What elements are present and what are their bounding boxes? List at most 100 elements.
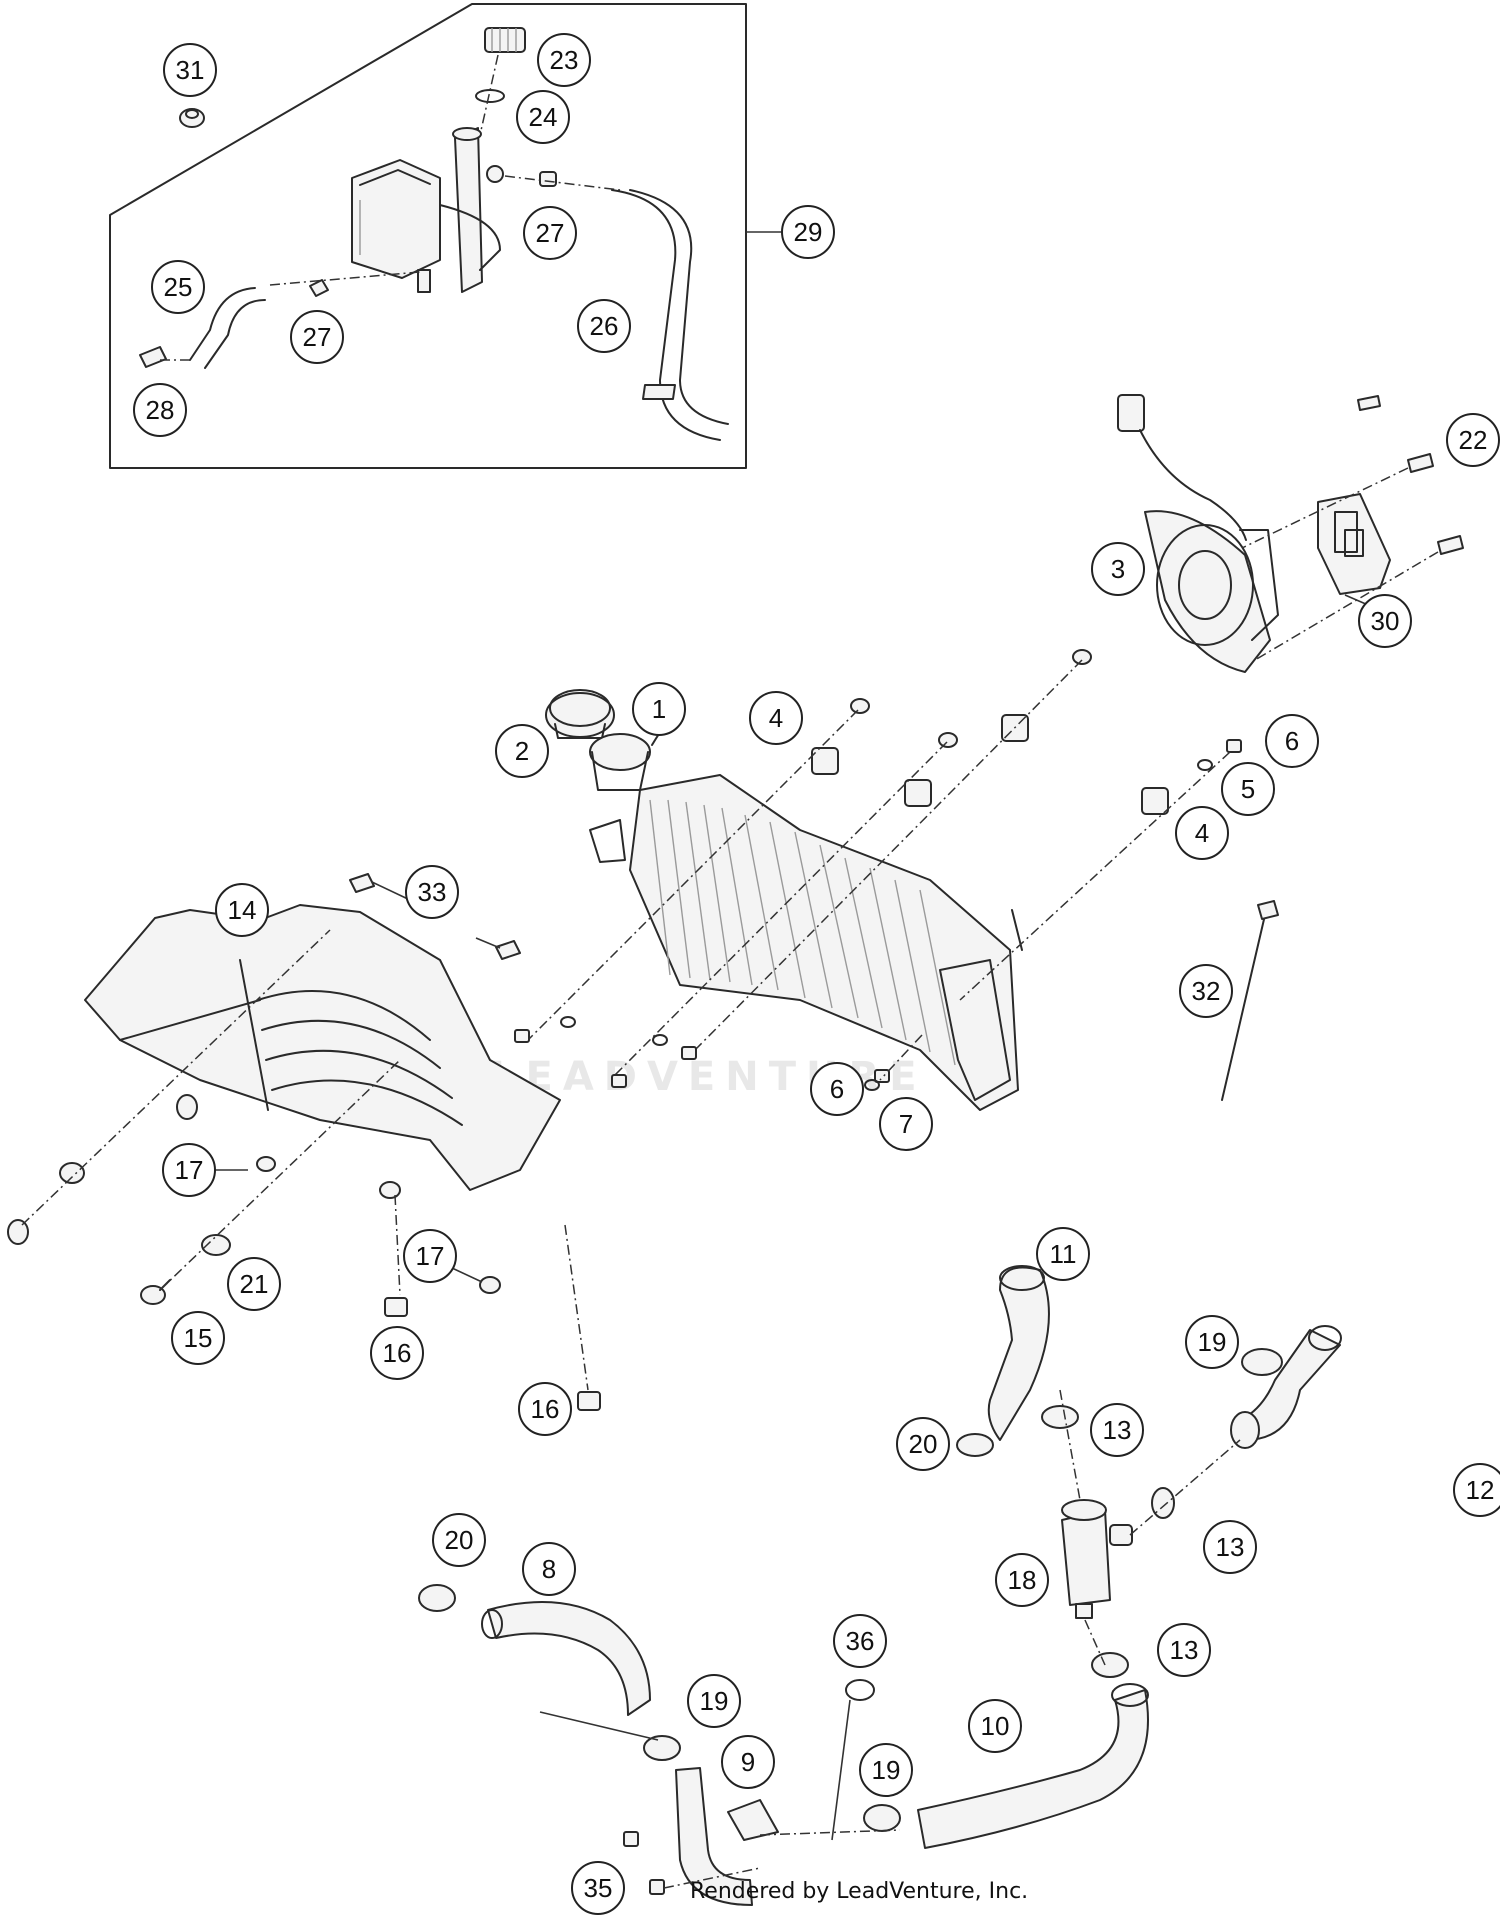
part-19-clamp-lower-right[interactable] [863, 1804, 901, 1832]
svg-text:4: 4 [1195, 818, 1209, 848]
callout-18[interactable]: 18 [995, 1553, 1049, 1607]
callout-32[interactable]: 32 [1179, 964, 1233, 1018]
part-20-clamp-right[interactable] [956, 1433, 994, 1457]
part-35-screws[interactable] [623, 1831, 665, 1895]
callout-21[interactable]: 21 [227, 1257, 281, 1311]
callout-19[interactable]: 19 [1185, 1315, 1239, 1369]
part-13-clamp-upper[interactable] [1041, 1405, 1079, 1429]
callout-13[interactable]: 13 [1090, 1403, 1144, 1457]
part-19-clamp-right[interactable] [1241, 1348, 1283, 1376]
part-28-hose-clip[interactable] [139, 346, 167, 368]
callout-15[interactable]: 15 [171, 1311, 225, 1365]
callout-4[interactable]: 4 [1175, 806, 1229, 860]
part-6-nut-upper[interactable] [1226, 739, 1242, 753]
callout-27[interactable]: 27 [523, 206, 577, 260]
part-6-nut-lower[interactable] [874, 1069, 890, 1083]
part-16-nut-left[interactable] [384, 1297, 408, 1317]
expansion-reservoir[interactable] [351, 127, 504, 293]
callout-36[interactable]: 36 [833, 1614, 887, 1668]
callout-9[interactable]: 9 [721, 1735, 775, 1789]
part-7-washer[interactable] [864, 1079, 880, 1091]
svg-text:29: 29 [794, 217, 823, 247]
part-22-screws[interactable] [1357, 395, 1464, 555]
callout-4[interactable]: 4 [749, 691, 803, 745]
part-13-clamp-middle[interactable] [1151, 1487, 1175, 1519]
svg-text:36: 36 [846, 1626, 875, 1656]
callout-22[interactable]: 22 [1446, 413, 1500, 467]
part-23-reservoir-cap[interactable] [484, 27, 526, 53]
svg-text:20: 20 [445, 1525, 474, 1555]
callout-13[interactable]: 13 [1203, 1520, 1257, 1574]
part-36-o-ring[interactable] [845, 1679, 875, 1701]
callout-20[interactable]: 20 [432, 1513, 486, 1567]
callout-6[interactable]: 6 [1265, 714, 1319, 768]
callout-27[interactable]: 27 [290, 310, 344, 364]
svg-text:3: 3 [1111, 554, 1125, 584]
part-3-radiator-fan[interactable] [1144, 510, 1279, 673]
callout-11[interactable]: 11 [1036, 1227, 1090, 1281]
svg-text:23: 23 [550, 45, 579, 75]
callout-12[interactable]: 12 [1453, 1463, 1500, 1517]
callout-25[interactable]: 25 [151, 260, 205, 314]
part-33-clips[interactable] [349, 873, 521, 960]
part-16-nut-right[interactable] [577, 1391, 601, 1411]
part-5-washer[interactable] [1197, 759, 1213, 771]
callout-5[interactable]: 5 [1221, 762, 1275, 816]
callout-6[interactable]: 6 [810, 1062, 864, 1116]
part-26-overflow-hose[interactable] [611, 189, 729, 441]
part-25-reservoir-hose[interactable] [189, 287, 266, 369]
part-32-cable-tie[interactable] [1221, 900, 1279, 1101]
part-14-radiator-guard[interactable] [84, 904, 561, 1191]
callout-33[interactable]: 33 [405, 865, 459, 919]
callout-17[interactable]: 17 [403, 1229, 457, 1283]
part-19-clamp-lower-left[interactable] [643, 1735, 681, 1761]
callout-14[interactable]: 14 [215, 883, 269, 937]
callout-26[interactable]: 26 [577, 299, 631, 353]
callout-23[interactable]: 23 [537, 33, 591, 87]
callout-8[interactable]: 8 [522, 1542, 576, 1596]
callout-7[interactable]: 7 [879, 1097, 933, 1151]
radiator-core[interactable] [589, 774, 1023, 1111]
part-11-upper-hose[interactable] [987, 1265, 1050, 1441]
expansion-tank-kit-boundary [109, 3, 747, 469]
callout-20[interactable]: 20 [896, 1417, 950, 1471]
svg-text:2: 2 [515, 736, 529, 766]
part-9-elbow-hose[interactable] [675, 1767, 779, 1906]
part-12-right-hose[interactable] [1230, 1325, 1342, 1449]
part-24-seal-ring[interactable] [475, 89, 505, 103]
part-31-grommet[interactable] [179, 108, 205, 128]
callout-16[interactable]: 16 [518, 1382, 572, 1436]
callout-24[interactable]: 24 [516, 90, 570, 144]
part-4-rubber-mount-set-a[interactable] [811, 649, 1092, 807]
part-13-clamp-lower[interactable] [1091, 1652, 1129, 1678]
part-30-fan-shroud[interactable] [1317, 493, 1391, 595]
callout-2[interactable]: 2 [495, 724, 549, 778]
part-17-bushing-lower[interactable] [379, 1181, 501, 1294]
callout-35[interactable]: 35 [571, 1861, 625, 1915]
callout-30[interactable]: 30 [1358, 594, 1412, 648]
part-17-bushing-upper[interactable] [176, 1094, 276, 1172]
part-27-hose-clamp-lower[interactable] [309, 279, 329, 297]
callout-17[interactable]: 17 [162, 1143, 216, 1197]
callout-29[interactable]: 29 [781, 205, 835, 259]
part-18-thermostat[interactable] [1061, 1499, 1133, 1619]
callout-10[interactable]: 10 [968, 1699, 1022, 1753]
part-27-hose-clamp-upper[interactable] [539, 171, 557, 187]
part-3-fan-connector[interactable] [1117, 394, 1247, 541]
part-2-radiator-cap[interactable] [545, 689, 615, 739]
svg-text:27: 27 [536, 218, 565, 248]
part-8-left-hose[interactable] [481, 1601, 651, 1716]
part-4-rubber-mount-set-b[interactable] [1141, 787, 1169, 815]
callout-1[interactable]: 1 [632, 682, 686, 736]
callout-31[interactable]: 31 [163, 43, 217, 97]
callout-28[interactable]: 28 [133, 383, 187, 437]
part-20-clamp-left[interactable] [418, 1584, 456, 1612]
callout-16[interactable]: 16 [370, 1326, 424, 1380]
callout-19[interactable]: 19 [859, 1743, 913, 1797]
part-10-lower-hose[interactable] [917, 1683, 1149, 1849]
callout-19[interactable]: 19 [687, 1674, 741, 1728]
part-21-grommet[interactable] [201, 1234, 231, 1256]
callout-13[interactable]: 13 [1157, 1623, 1211, 1677]
callout-3[interactable]: 3 [1091, 542, 1145, 596]
svg-text:7: 7 [899, 1109, 913, 1139]
